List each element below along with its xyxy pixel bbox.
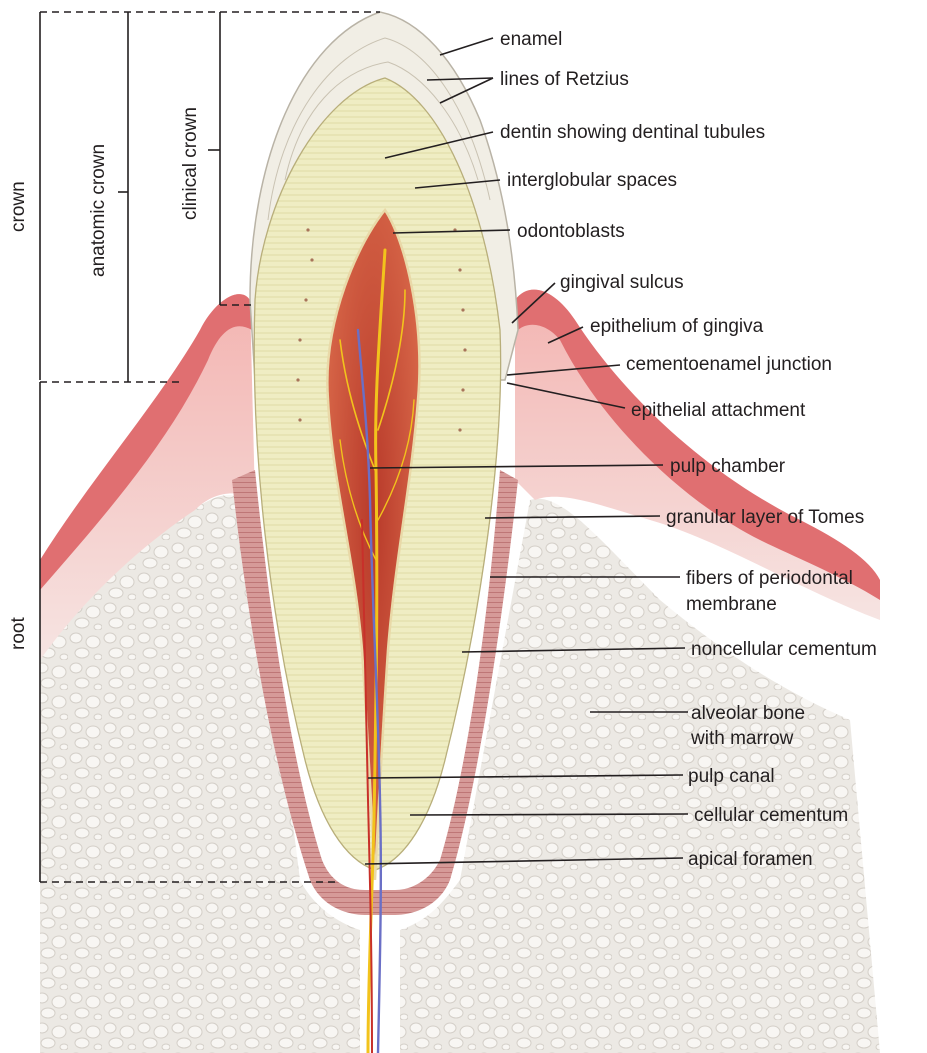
label-clinical-crown: clinical crown: [180, 107, 201, 220]
label-root: root: [8, 617, 29, 650]
label-lines-of-retzius: lines of Retzius: [500, 69, 629, 90]
label-noncellular-cementum: noncellular cementum: [691, 639, 877, 660]
label-odontoblasts: odontoblasts: [517, 221, 625, 242]
label-dentin: dentin showing dentinal tubules: [500, 122, 765, 143]
label-pulp-canal: pulp canal: [688, 766, 775, 787]
label-epithelial-attachment: epithelial attachment: [631, 400, 806, 421]
label-alveolar-line2: with marrow: [690, 728, 794, 749]
label-fibers-line2: membrane: [686, 594, 777, 615]
label-granular-layer: granular layer of Tomes: [666, 507, 864, 528]
label-gingival-sulcus: gingival sulcus: [560, 272, 684, 293]
label-anatomic-crown: anatomic crown: [88, 144, 109, 277]
label-apical-foramen: apical foramen: [688, 849, 813, 870]
label-pulp-chamber: pulp chamber: [670, 456, 786, 477]
label-fibers-line1: fibers of periodontal: [686, 568, 853, 589]
label-alveolar-line1: alveolar bone: [691, 703, 805, 724]
label-enamel: enamel: [500, 29, 562, 50]
label-crown: crown: [8, 181, 29, 232]
label-interglobular-spaces: interglobular spaces: [507, 170, 677, 191]
label-cellular-cementum: cellular cementum: [694, 805, 848, 826]
label-epithelium-of-gingiva: epithelium of gingiva: [590, 316, 764, 337]
label-cementoenamel-junction: cementoenamel junction: [626, 354, 832, 375]
